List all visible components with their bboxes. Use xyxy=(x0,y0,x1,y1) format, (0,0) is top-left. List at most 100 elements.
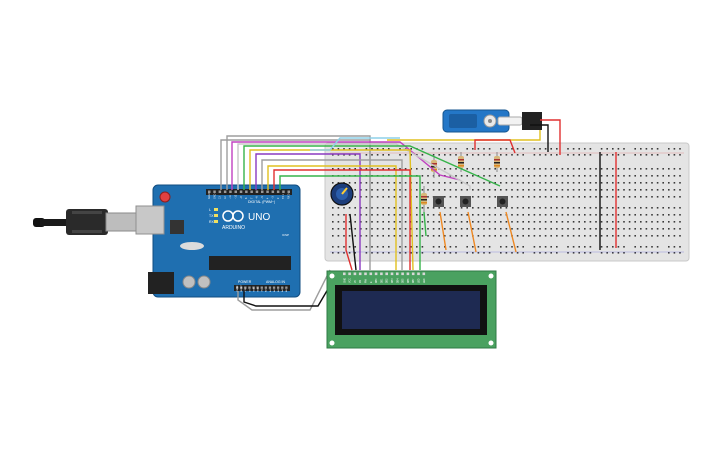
breadboard-hole[interactable] xyxy=(332,214,334,216)
breadboard-hole[interactable] xyxy=(628,175,631,177)
breadboard-hole[interactable] xyxy=(522,221,524,223)
breadboard-hole[interactable] xyxy=(332,246,334,248)
lcd-pin[interactable] xyxy=(406,272,410,276)
breadboard-hole[interactable] xyxy=(449,228,452,230)
breadboard-hole[interactable] xyxy=(483,235,485,237)
breadboard-hole[interactable] xyxy=(432,154,435,156)
breadboard-hole[interactable] xyxy=(584,207,586,209)
breadboard-hole[interactable] xyxy=(505,235,508,237)
breadboard-hole[interactable] xyxy=(337,252,340,254)
breadboard-hole[interactable] xyxy=(500,246,502,248)
breadboard-hole[interactable] xyxy=(600,207,603,209)
breadboard-hole[interactable] xyxy=(651,228,653,230)
breadboard-hole[interactable] xyxy=(617,235,620,237)
breadboard-hole[interactable] xyxy=(332,252,334,254)
breadboard-hole[interactable] xyxy=(371,221,373,223)
breadboard-hole[interactable] xyxy=(561,189,564,191)
breadboard-hole[interactable] xyxy=(382,252,384,254)
breadboard-hole[interactable] xyxy=(343,168,345,170)
breadboard-hole[interactable] xyxy=(550,182,552,184)
lcd-pin[interactable] xyxy=(343,272,346,276)
pushbutton[interactable] xyxy=(460,196,471,207)
breadboard-hole[interactable] xyxy=(516,214,519,216)
breadboard-hole[interactable] xyxy=(483,228,485,230)
breadboard-hole[interactable] xyxy=(505,148,508,150)
breadboard-hole[interactable] xyxy=(617,189,620,191)
breadboard-hole[interactable] xyxy=(550,228,552,230)
breadboard-hole[interactable] xyxy=(388,207,390,209)
breadboard-hole[interactable] xyxy=(354,228,356,230)
breadboard-hole[interactable] xyxy=(354,168,356,170)
breadboard-hole[interactable] xyxy=(522,252,524,254)
breadboard-hole[interactable] xyxy=(578,235,580,237)
breadboard-hole[interactable] xyxy=(500,189,502,191)
breadboard-hole[interactable] xyxy=(376,168,379,170)
breadboard-hole[interactable] xyxy=(617,228,620,230)
breadboard-hole[interactable] xyxy=(628,168,631,170)
breadboard-hole[interactable] xyxy=(488,148,491,150)
header-pin[interactable] xyxy=(268,286,272,289)
breadboard-hole[interactable] xyxy=(421,168,424,170)
breadboard-hole[interactable] xyxy=(438,228,440,230)
breadboard-hole[interactable] xyxy=(376,154,379,156)
breadboard-hole[interactable] xyxy=(399,235,401,237)
breadboard-hole[interactable] xyxy=(376,228,379,230)
breadboard-hole[interactable] xyxy=(404,214,407,216)
breadboard-hole[interactable] xyxy=(438,189,440,191)
breadboard-hole[interactable] xyxy=(679,189,681,191)
breadboard-hole[interactable] xyxy=(365,207,368,209)
breadboard-hole[interactable] xyxy=(623,235,625,237)
breadboard-hole[interactable] xyxy=(444,154,446,156)
breadboard-hole[interactable] xyxy=(511,214,513,216)
breadboard-hole[interactable] xyxy=(516,148,519,150)
breadboard-hole[interactable] xyxy=(673,221,676,223)
breadboard-hole[interactable] xyxy=(572,221,575,223)
breadboard-hole[interactable] xyxy=(623,252,625,254)
breadboard-hole[interactable] xyxy=(544,182,547,184)
breadboard-hole[interactable] xyxy=(606,252,608,254)
breadboard-hole[interactable] xyxy=(477,221,480,223)
breadboard-hole[interactable] xyxy=(483,189,485,191)
breadboard-hole[interactable] xyxy=(354,221,356,223)
breadboard-hole[interactable] xyxy=(567,214,569,216)
breadboard-hole[interactable] xyxy=(483,175,485,177)
breadboard-hole[interactable] xyxy=(393,221,396,223)
breadboard-hole[interactable] xyxy=(360,221,362,223)
breadboard-hole[interactable] xyxy=(399,207,401,209)
breadboard-hole[interactable] xyxy=(393,196,396,198)
breadboard-hole[interactable] xyxy=(544,196,547,198)
breadboard-hole[interactable] xyxy=(460,214,463,216)
breadboard-hole[interactable] xyxy=(628,214,631,216)
breadboard-hole[interactable] xyxy=(472,175,474,177)
breadboard-hole[interactable] xyxy=(360,189,362,191)
breadboard-hole[interactable] xyxy=(539,168,541,170)
breadboard-hole[interactable] xyxy=(567,252,569,254)
breadboard-hole[interactable] xyxy=(673,168,676,170)
breadboard-hole[interactable] xyxy=(365,214,368,216)
breadboard-hole[interactable] xyxy=(483,207,485,209)
breadboard-hole[interactable] xyxy=(679,182,681,184)
breadboard-hole[interactable] xyxy=(516,235,519,237)
breadboard-hole[interactable] xyxy=(550,246,552,248)
breadboard-hole[interactable] xyxy=(612,154,614,156)
digital-pin[interactable] xyxy=(213,190,216,194)
breadboard-hole[interactable] xyxy=(656,221,659,223)
breadboard-hole[interactable] xyxy=(354,207,356,209)
breadboard-hole[interactable] xyxy=(561,196,564,198)
digital-pin[interactable] xyxy=(266,190,269,194)
breadboard-hole[interactable] xyxy=(640,189,642,191)
breadboard-hole[interactable] xyxy=(544,148,547,150)
breadboard-hole[interactable] xyxy=(416,189,418,191)
breadboard-hole[interactable] xyxy=(612,182,614,184)
breadboard-hole[interactable] xyxy=(617,168,620,170)
breadboard-hole[interactable] xyxy=(539,175,541,177)
breadboard-hole[interactable] xyxy=(371,196,373,198)
breadboard-hole[interactable] xyxy=(673,196,676,198)
digital-pin[interactable] xyxy=(223,190,227,194)
breadboard-hole[interactable] xyxy=(533,221,536,223)
breadboard-hole[interactable] xyxy=(483,168,485,170)
breadboard-hole[interactable] xyxy=(561,235,564,237)
breadboard-hole[interactable] xyxy=(673,228,676,230)
breadboard-hole[interactable] xyxy=(393,228,396,230)
breadboard-hole[interactable] xyxy=(612,175,614,177)
